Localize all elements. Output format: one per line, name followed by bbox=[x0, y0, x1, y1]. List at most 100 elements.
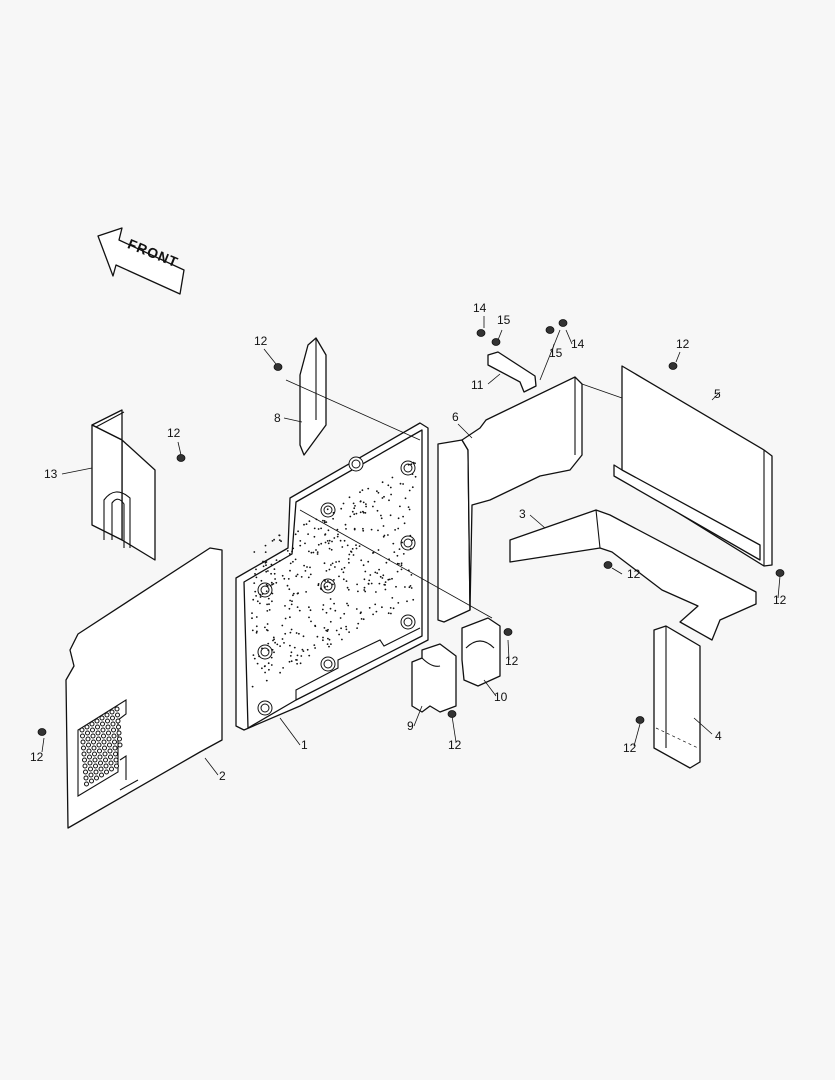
perforation-dot bbox=[267, 570, 269, 572]
perforation-dot bbox=[258, 655, 260, 658]
perforation-dot bbox=[382, 535, 385, 538]
perforation-dot bbox=[314, 647, 316, 649]
grille-hole bbox=[109, 766, 114, 772]
perforation-dot bbox=[360, 559, 363, 562]
perforation-dot bbox=[325, 570, 328, 572]
perforation-dot bbox=[255, 568, 257, 571]
perforation-dot bbox=[390, 493, 392, 496]
perforation-dot bbox=[255, 595, 257, 597]
grille-hole bbox=[113, 757, 119, 763]
perforation-dot bbox=[387, 612, 390, 615]
perforation-dot bbox=[332, 517, 334, 520]
perforation-dot bbox=[273, 651, 275, 654]
grille-hole bbox=[86, 742, 91, 748]
perforation-dot bbox=[396, 554, 399, 557]
perforation-dot bbox=[259, 596, 262, 598]
grille-hole bbox=[97, 754, 103, 760]
perforation-dot bbox=[412, 461, 415, 464]
perforation-dot bbox=[363, 586, 366, 589]
perforation-dot bbox=[273, 638, 275, 641]
callout-15-b: 15 bbox=[549, 346, 563, 360]
perforation-dot bbox=[411, 539, 414, 541]
grille-hole bbox=[92, 757, 98, 763]
perforation-dot bbox=[307, 533, 309, 535]
perforation-dot bbox=[404, 497, 407, 500]
perforation-dot bbox=[292, 547, 295, 550]
perforation-dot bbox=[345, 528, 347, 530]
perforation-dot bbox=[354, 505, 356, 507]
perforation-dot bbox=[410, 463, 413, 466]
perforation-dot bbox=[329, 598, 332, 600]
perforation-dot bbox=[404, 586, 406, 588]
perforation-dot bbox=[350, 550, 352, 553]
perforation-dot bbox=[266, 585, 269, 587]
perforation-dot bbox=[357, 590, 359, 593]
perforation-dot bbox=[268, 609, 271, 611]
callout-14-a: 14 bbox=[473, 301, 487, 315]
grille-hole bbox=[116, 724, 121, 730]
perforation-dot bbox=[406, 600, 408, 603]
perforation-dot bbox=[265, 564, 267, 567]
perforation-dot bbox=[310, 620, 312, 623]
mounting-hole-inner bbox=[260, 647, 270, 657]
perforation-dot bbox=[275, 581, 278, 584]
grille-hole bbox=[82, 757, 87, 763]
perforation-dot bbox=[370, 582, 373, 585]
perforation-dot bbox=[362, 527, 364, 530]
perforation-dot bbox=[372, 551, 375, 554]
perforation-dot bbox=[403, 522, 406, 525]
perforation-dot bbox=[279, 671, 281, 674]
perforation-dot bbox=[266, 603, 268, 606]
perforation-dot bbox=[254, 590, 257, 593]
grille-hole bbox=[115, 718, 121, 724]
perforation-dot bbox=[268, 603, 270, 606]
perforation-dot bbox=[387, 534, 389, 536]
perforation-dot bbox=[374, 571, 377, 574]
perforation-dot bbox=[378, 568, 380, 571]
leader-line bbox=[693, 717, 713, 735]
perforation-dot bbox=[356, 627, 358, 629]
perforation-dot bbox=[332, 511, 335, 514]
perforation-dot bbox=[333, 537, 336, 539]
perforation-dot bbox=[317, 543, 320, 546]
perforation-dot bbox=[265, 583, 268, 586]
perforation-dot bbox=[414, 462, 416, 465]
perforation-dot bbox=[345, 628, 348, 631]
perforation-dot bbox=[346, 602, 348, 605]
grille-hole bbox=[107, 742, 112, 748]
grille-hole bbox=[82, 763, 88, 769]
perforation-dot bbox=[298, 609, 301, 612]
grille-hole bbox=[92, 751, 97, 757]
grille-hole bbox=[102, 745, 107, 751]
perforation-dot bbox=[335, 629, 338, 632]
perforation-dot bbox=[332, 583, 334, 586]
mounting-hole-inner bbox=[403, 538, 413, 548]
perforation-dot bbox=[408, 508, 411, 511]
grille-hole bbox=[94, 775, 99, 781]
perforation-dot bbox=[301, 648, 304, 651]
perforation-dot bbox=[324, 534, 326, 536]
grille bbox=[77, 699, 127, 797]
grille-hole bbox=[93, 769, 99, 775]
perforation-dot bbox=[352, 554, 355, 556]
mounting-hole-inner bbox=[351, 459, 361, 469]
grille-hole bbox=[110, 721, 116, 727]
perforation-dot bbox=[290, 628, 293, 631]
perforation-dot bbox=[271, 600, 273, 603]
perforation-dot bbox=[358, 545, 361, 547]
perforation-dot bbox=[288, 607, 291, 610]
perforation-dot bbox=[298, 632, 300, 635]
perforation-dot bbox=[408, 489, 411, 492]
perforation-dot bbox=[397, 602, 400, 604]
grille-hole bbox=[91, 745, 97, 751]
grille-hole bbox=[83, 769, 88, 775]
perforation-dot bbox=[262, 560, 264, 563]
perforation-dot bbox=[334, 566, 336, 568]
grille-hole bbox=[104, 769, 109, 775]
callout-9: 9 bbox=[407, 719, 414, 733]
callout-3: 3 bbox=[519, 507, 526, 521]
grille-hole bbox=[80, 739, 86, 745]
perforation-dot bbox=[323, 521, 326, 524]
perforation-dot bbox=[367, 582, 370, 585]
leader-line bbox=[539, 329, 561, 381]
